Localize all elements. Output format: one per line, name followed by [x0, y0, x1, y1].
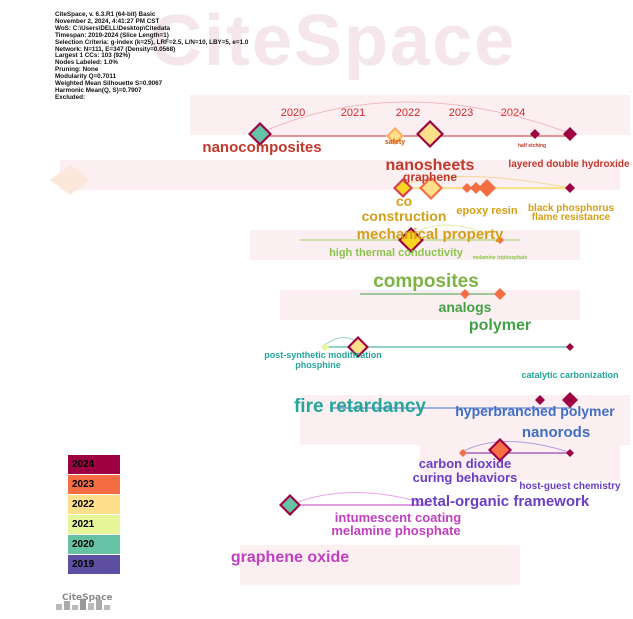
year-tick-label: 2022 — [396, 107, 420, 119]
node-marker — [478, 179, 496, 197]
background-band — [280, 290, 580, 320]
node-marker — [491, 441, 509, 459]
keyword-label: epoxy resin — [456, 205, 517, 217]
keyword-label: fire retardancy — [294, 396, 426, 417]
node-marker — [494, 288, 506, 300]
keyword-label: host-guest chemistry — [519, 481, 621, 492]
info-line: Timespan: 2019-2024 (Slice Length=1) — [55, 31, 169, 39]
keyword-label: melamine phosphate — [331, 523, 460, 538]
node-marker — [350, 339, 366, 355]
keyword-label: analogs — [439, 299, 492, 315]
info-line: Excluded: — [55, 93, 86, 101]
year-tick-label: 2020 — [281, 107, 305, 119]
node-marker — [321, 343, 329, 351]
info-line: Network: N=111, E=347 (Density=0.0568) — [55, 45, 176, 53]
info-line: Harmonic Mean(Q, S)=0.7907 — [55, 86, 142, 94]
background-band — [300, 395, 630, 445]
legend-item-2021: 2021 — [68, 515, 120, 534]
node-marker — [419, 123, 441, 145]
background-band — [240, 545, 520, 585]
info-line: Modularity Q=0.7011 — [55, 73, 117, 81]
year-tick-label: 2024 — [501, 107, 525, 119]
link-arc — [459, 441, 573, 454]
legend-item-2023: 2023 — [68, 475, 120, 494]
node-marker — [282, 497, 298, 513]
keyword-label: nanorods — [522, 424, 590, 441]
node-marker — [460, 289, 470, 299]
keyword-label: mechanical property — [357, 226, 504, 243]
keyword-label: phosphine — [295, 360, 341, 370]
keyword-label: metal-organic framework — [411, 493, 590, 510]
logo-text: CiteSpace — [62, 593, 113, 603]
keyword-label: melamine triphosphate — [473, 255, 528, 261]
node-marker — [562, 392, 578, 408]
keyword-label: co — [396, 193, 412, 209]
keyword-label: carbon dioxide — [419, 456, 511, 471]
keyword-label: post-synthetic modification — [264, 350, 382, 360]
info-line: November 2, 2024, 4:41:27 PM CST — [55, 17, 160, 25]
node-marker — [563, 127, 577, 141]
node-marker — [496, 236, 504, 244]
year-tick-label: 2023 — [449, 107, 473, 119]
citespace-logo-icon — [56, 599, 110, 610]
keyword-label: graphene oxide — [231, 549, 349, 566]
node-marker — [566, 343, 574, 351]
keyword-label: composites — [373, 271, 479, 292]
keyword-label: hyperbranched polymer — [455, 403, 615, 419]
node-marker — [396, 181, 410, 195]
keyword-label: half etching — [518, 143, 546, 149]
link-arc — [394, 176, 571, 189]
node-marker — [422, 179, 440, 197]
node-marker — [459, 449, 467, 457]
info-line: WoS: C:\Users\DELL\Desktop\Citedata — [55, 24, 170, 32]
keyword-label: nanocomposites — [202, 139, 321, 156]
info-line: CiteSpace, v. 6.3.R1 (64-bit) Basic — [55, 11, 156, 18]
background-band — [60, 160, 620, 190]
keyword-label: nanosheets — [386, 157, 475, 174]
keyword-label: catalytic carbonization — [521, 370, 618, 380]
watermark-text: CiteSpace — [150, 1, 517, 81]
keyword-label: intumescent coating — [335, 510, 461, 525]
keyword-label: graphene — [403, 170, 457, 184]
info-line: Pruning: None — [55, 66, 99, 74]
node-marker — [530, 129, 540, 139]
info-line: Selection Criteria: g-index (k=25), LRF=… — [55, 38, 249, 46]
keyword-label: flame resistance — [532, 212, 611, 223]
legend-item-2022: 2022 — [68, 495, 120, 514]
keyword-label: construction — [362, 208, 447, 224]
node-marker — [565, 183, 575, 193]
node-marker — [566, 449, 574, 457]
keyword-label: layered double hydroxide — [508, 159, 630, 170]
year-tick-label: 2021 — [341, 107, 365, 119]
legend-item-2020: 2020 — [68, 535, 120, 554]
keyword-label: polymer — [469, 317, 531, 334]
node-marker — [470, 182, 482, 194]
legend-item-2024: 2024 — [68, 455, 120, 474]
link-arc — [289, 492, 431, 506]
background-band — [420, 440, 620, 480]
node-marker — [462, 183, 472, 193]
node-marker — [401, 230, 421, 250]
keyword-label: safety — [385, 139, 405, 146]
node-marker — [251, 125, 269, 143]
node-marker — [389, 130, 401, 142]
link-arc — [257, 101, 573, 135]
keyword-label: high thermal conductivity — [329, 247, 464, 259]
info-line: Weighted Mean Silhouette S=0.9067 — [55, 80, 163, 88]
keyword-label: curing behaviors — [413, 470, 518, 485]
node-marker — [535, 395, 545, 405]
info-line: Nodes Labeled: 1.0% — [55, 59, 118, 67]
info-line: Largest 1 CCs: 103 (92%) — [55, 52, 131, 60]
keyword-label: black phosphorus — [528, 203, 615, 214]
legend-item-2019: 2019 — [68, 555, 120, 574]
background-shape — [50, 165, 90, 195]
